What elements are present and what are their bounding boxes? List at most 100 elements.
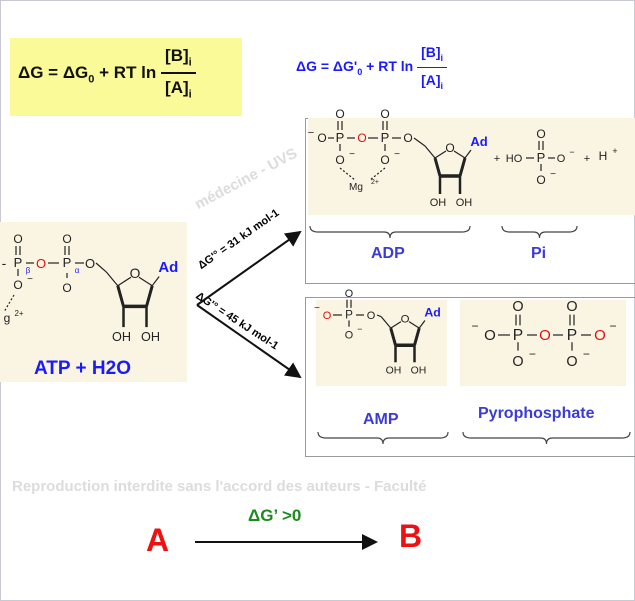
bond	[380, 316, 392, 329]
denominator-sub: i	[440, 80, 444, 91]
bond	[3, 294, 15, 313]
atom-O: O	[539, 327, 551, 344]
formula-rest: + RT ln	[94, 62, 157, 82]
bond	[458, 157, 467, 177]
atom-minus: −	[471, 319, 478, 333]
arrow-to-adp	[196, 230, 302, 306]
atom-O: O	[484, 327, 496, 344]
bond	[390, 321, 402, 329]
formula-lhs: ΔG = ΔG'	[296, 58, 358, 74]
atom-O: O	[566, 354, 577, 370]
numerator: [B]	[165, 46, 189, 65]
atom-minus: −	[357, 324, 362, 334]
atom-minus: −	[314, 303, 320, 314]
product-b: B	[399, 518, 423, 554]
atom-minus: −	[27, 274, 33, 285]
brace	[462, 431, 631, 445]
atom-O: O	[335, 153, 344, 167]
atom-O: O	[512, 299, 523, 315]
atom-O: O	[536, 173, 545, 187]
formula-prime: ΔG = ΔG'0 + RT ln [B]i[A]i	[296, 44, 448, 91]
bond	[424, 145, 436, 159]
reactant-label: ATP + H2O	[34, 358, 131, 379]
atom-P: P	[336, 130, 345, 145]
bond	[369, 167, 386, 181]
adp-label: ADP	[371, 245, 405, 262]
denominator-sub: i	[188, 88, 192, 101]
atom-dash: -	[2, 255, 7, 271]
bond	[434, 150, 447, 159]
bond	[389, 327, 397, 346]
atom-OH: OH	[430, 197, 447, 209]
brace	[317, 431, 449, 445]
bond	[116, 285, 125, 307]
atom-Ad: Ad	[158, 259, 178, 276]
bond	[464, 149, 472, 159]
numerator-sub: i	[188, 56, 192, 69]
watermark-2: Reproduction interdite sans l'accord des…	[12, 478, 427, 495]
atom-minus: −	[349, 149, 355, 160]
arrow-to-amp	[196, 304, 302, 379]
atom-O: O	[85, 256, 95, 271]
panel-amp-ppi	[305, 297, 635, 457]
atom-P: P	[381, 130, 390, 145]
atom-minus: −	[529, 347, 536, 361]
amp-structure-bg	[316, 300, 447, 386]
atom-minus: −	[583, 347, 590, 361]
atom-O: O	[445, 141, 454, 155]
adp-structure-bg	[308, 118, 635, 215]
atom-plus: +	[612, 146, 617, 156]
atom-Ad: Ad	[470, 134, 487, 149]
atom-OH: OH	[386, 366, 402, 377]
atom-g: g	[4, 311, 11, 325]
atom-minus: −	[394, 149, 400, 160]
formula-lhs: ΔG = ΔG	[18, 62, 89, 82]
atom-Ad: Ad	[424, 306, 440, 320]
delta-g-positive: ΔG’ >0	[248, 506, 302, 525]
atom-O: O	[62, 232, 71, 246]
atom-O: O	[335, 107, 344, 121]
brace	[309, 225, 471, 239]
atom-OH: OH	[112, 330, 131, 344]
fraction: [B]i[A]i	[417, 44, 448, 91]
bond	[413, 327, 421, 346]
bond	[105, 271, 119, 287]
atom-O: O	[566, 299, 577, 315]
bond	[413, 137, 426, 147]
atom-P: P	[345, 309, 353, 322]
atom-minus: −	[609, 319, 616, 333]
atom-O: O	[401, 314, 410, 326]
atom-H: H	[599, 149, 608, 163]
atom-OH: OH	[141, 330, 160, 344]
bond	[376, 314, 382, 318]
bond	[453, 150, 466, 159]
atom-minus: −	[569, 147, 574, 157]
amp-label: AMP	[363, 411, 399, 428]
denominator: [A]	[421, 71, 441, 88]
atom-OH: OH	[411, 366, 427, 377]
atom-P: P	[14, 255, 23, 270]
denominator: [A]	[165, 78, 189, 98]
pyrophosphate-label: Pyrophosphate	[478, 405, 595, 422]
atom-O: O	[557, 153, 566, 165]
formula-sub: 0	[357, 66, 363, 77]
formula-sub: 0	[88, 73, 95, 86]
atom-O: O	[380, 107, 389, 121]
atom-O: O	[380, 153, 389, 167]
atom-plus: +	[584, 153, 590, 165]
atom-minus: −	[550, 169, 556, 180]
brace	[501, 225, 578, 239]
atom-plus: +	[494, 153, 500, 165]
atom-O: O	[323, 310, 332, 322]
formula-rest: + RT ln	[362, 58, 414, 74]
atom-O: O	[13, 232, 22, 246]
atom-O: O	[345, 329, 353, 341]
atom-HO: HO	[506, 153, 523, 165]
atom-P: P	[63, 255, 72, 270]
bond	[138, 276, 153, 287]
atom-O: O	[357, 131, 366, 145]
atom-P: P	[537, 150, 546, 165]
atom-P: P	[567, 327, 577, 344]
atom-O: O	[130, 266, 141, 281]
